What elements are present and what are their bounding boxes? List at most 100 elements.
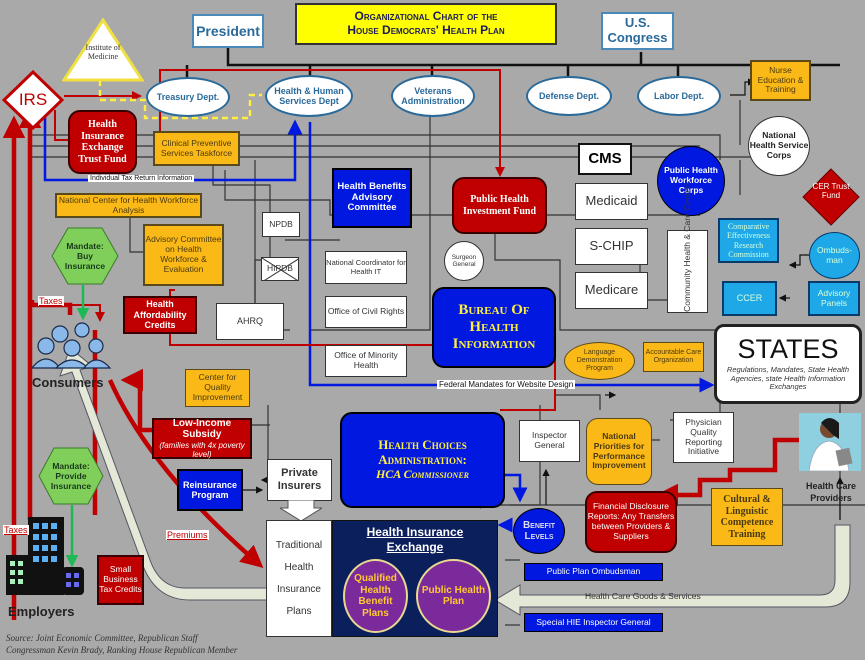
cerc-label: Comparative Effectiveness Research Commi… bbox=[727, 222, 770, 259]
inspector-general[interactable]: Inspector General bbox=[519, 420, 580, 462]
ombudsman-ellipse[interactable]: Ombuds-man bbox=[809, 232, 860, 279]
advisory-workforce-label: Advisory Committee on Health Workforce &… bbox=[145, 234, 222, 274]
small-business-tax-credits[interactable]: Small Business Tax Credits bbox=[97, 555, 144, 605]
states-box[interactable]: STATES Regulations, Mandates, State Heal… bbox=[714, 324, 862, 404]
diamond-shape bbox=[802, 168, 860, 226]
taxes-consumers-label: Taxes bbox=[38, 296, 64, 306]
defense-dept[interactable]: Defense Dept. bbox=[526, 76, 612, 116]
php-label: Public Health Plan bbox=[421, 584, 486, 608]
office-minority-health[interactable]: Office of Minority Health bbox=[325, 345, 407, 377]
reinsurance-program[interactable]: Reinsurance Program bbox=[177, 469, 243, 511]
community-health-centers[interactable]: Community Health & Care Centers bbox=[667, 181, 708, 313]
comparative-effectiveness-commission[interactable]: Comparative Effectiveness Research Commi… bbox=[718, 218, 779, 263]
nurse-education-training[interactable]: Nurse Education & Training bbox=[750, 60, 811, 101]
medicare-label: Medicare bbox=[584, 282, 639, 298]
qualified-health-benefit-plans[interactable]: Qualified Health Benefit Plans bbox=[343, 559, 408, 633]
medicare-box[interactable]: Medicare bbox=[575, 272, 648, 309]
consumers-group[interactable]: Consumers bbox=[30, 320, 115, 390]
physician-quality-reporting[interactable]: Physician Quality Reporting Initiative bbox=[673, 412, 734, 463]
phwc-label: Public Health Workforce Corps bbox=[664, 165, 718, 195]
financial-disclosure-reports[interactable]: Financial Disclosure Reports: Any Transf… bbox=[585, 491, 677, 553]
public-health-workforce-corps[interactable]: Public Health Workforce Corps bbox=[657, 146, 725, 216]
president-label: President bbox=[196, 22, 260, 39]
ccer-label: CCER bbox=[736, 293, 763, 304]
health-affordability-credits[interactable]: Health Affordability Credits bbox=[123, 296, 197, 334]
nppi-label: National Priorities for Performance Impr… bbox=[592, 430, 646, 471]
public-health-investment-fund[interactable]: Public Health Investment Fund bbox=[452, 177, 547, 234]
advisory-panels-box[interactable]: Advisory Panels bbox=[808, 281, 860, 316]
down-arrow-to-exchange bbox=[280, 500, 322, 522]
bureau-health-information[interactable]: Bureau Of Health Information bbox=[432, 287, 556, 368]
taxes-employers-label: Taxes bbox=[3, 525, 29, 535]
lis-subtitle: (families with 4x poverty level) bbox=[159, 440, 245, 459]
language-demonstration-program[interactable]: Language Demonstration Program bbox=[564, 342, 635, 380]
clinical-preventive-taskforce[interactable]: Clinical Preventive Services Taskforce bbox=[153, 131, 240, 166]
chart-title: Organizational Chart of the House Democr… bbox=[295, 3, 557, 45]
national-priorities-performance[interactable]: National Priorities for Performance Impr… bbox=[586, 418, 652, 485]
ccer-box[interactable]: CCER bbox=[722, 281, 777, 316]
va-dept[interactable]: Veterans Administration bbox=[391, 75, 475, 117]
states-subtitle: Regulations, Mandates, State Health Agen… bbox=[726, 365, 850, 392]
website-mandates-label: Federal Mandates for Website Design bbox=[437, 380, 576, 389]
public-health-plan[interactable]: Public Health Plan bbox=[416, 559, 491, 633]
health-benefits-advisory-committee[interactable]: Health Benefits Advisory Committee bbox=[332, 168, 412, 228]
schip-box[interactable]: S-CHIP bbox=[575, 228, 648, 265]
national-health-service-corps[interactable]: National Health Service Corps bbox=[748, 116, 810, 176]
nhsc-label: National Health Service Corps bbox=[749, 130, 809, 160]
hie-trust-fund[interactable]: Health Insurance Exchange Trust Fund bbox=[68, 110, 137, 174]
institute-of-medicine[interactable]: Institute of Medicine bbox=[61, 17, 145, 82]
source-line2: Congressman Kevin Brady, Ranking House R… bbox=[6, 645, 238, 656]
office-civil-rights[interactable]: Office of Civil Rights bbox=[325, 296, 407, 328]
npdb-box[interactable]: NPDB bbox=[262, 212, 300, 237]
cultural-linguistic-training[interactable]: Cultural & Linguistic Competence Trainin… bbox=[711, 488, 783, 546]
accountable-care-organization[interactable]: Accountable Care Organization bbox=[643, 342, 704, 372]
hac-label: Health Affordability Credits bbox=[133, 299, 187, 331]
advisory-committee-workforce[interactable]: Advisory Committee on Health Workforce &… bbox=[143, 224, 224, 286]
hipdb-box[interactable]: HIPDB bbox=[261, 257, 299, 281]
national-coordinator-health-it[interactable]: National Coordinator for Health IT bbox=[325, 251, 407, 284]
labor-dept[interactable]: Labor Dept. bbox=[637, 76, 721, 116]
health-choices-administration[interactable]: Health Choices Administration: HCA Commi… bbox=[340, 412, 505, 508]
hhs-label: Health & Human Services Dept bbox=[274, 85, 344, 106]
national-center-workforce-analysis[interactable]: National Center for Health Workforce Ana… bbox=[55, 193, 202, 218]
benefit-levels[interactable]: Benefit Levels bbox=[513, 508, 565, 554]
aco-label: Accountable Care Organization bbox=[645, 348, 702, 364]
hca-line1: Health Choices bbox=[378, 437, 467, 453]
states-title: STATES bbox=[737, 334, 839, 365]
public-plan-ombudsman[interactable]: Public Plan Ombudsman bbox=[524, 563, 663, 581]
mandate-provide-insurance[interactable]: Mandate: Provide Insurance bbox=[38, 447, 104, 505]
omh-label: Office of Minority Health bbox=[334, 350, 398, 370]
congress-box[interactable]: U.S. Congress bbox=[601, 12, 674, 50]
low-income-subsidy[interactable]: Low-Income Subsidy (families with 4x pov… bbox=[152, 418, 252, 459]
goods-services-arrow bbox=[494, 524, 851, 616]
employers-group[interactable]: Employers bbox=[4, 515, 86, 619]
hhs-dept[interactable]: Health & Human Services Dept bbox=[265, 75, 353, 117]
crossed-out-icon bbox=[262, 258, 298, 280]
clinical-label: Clinical Preventive Services Taskforce bbox=[160, 137, 233, 158]
mandate-provide-label: Mandate: Provide Insurance bbox=[50, 461, 92, 492]
irs-diamond[interactable]: IRS bbox=[1, 69, 65, 131]
surgeon-general[interactable]: Surgeon General bbox=[444, 241, 484, 281]
medicaid-box[interactable]: Medicaid bbox=[575, 183, 648, 220]
hexagon-shape bbox=[51, 227, 119, 285]
private-insurers[interactable]: Private Insurers bbox=[267, 459, 332, 501]
labor-label: Labor Dept. bbox=[653, 90, 704, 101]
special-hie-inspector[interactable]: Special HIE Inspector General bbox=[524, 613, 663, 632]
providers-label: Health Care Providers bbox=[805, 481, 857, 503]
health-insurance-exchange[interactable]: Health Insurance Exchange Qualified Heal… bbox=[332, 520, 498, 637]
ncwa-label: National Center for Health Workforce Ana… bbox=[58, 194, 199, 215]
cms-box[interactable]: CMS bbox=[578, 143, 632, 175]
cer-trust-fund[interactable]: CER Trust Fund bbox=[802, 168, 860, 226]
health-care-providers[interactable]: Health Care Providers bbox=[799, 413, 863, 518]
executive-bus bbox=[185, 48, 840, 80]
trust-fund-label: Health Insurance Exchange Trust Fund bbox=[78, 119, 127, 165]
nurse-label: Nurse Education & Training bbox=[757, 64, 804, 95]
ahrq-label: AHRQ bbox=[236, 316, 263, 327]
center-quality-improvement[interactable]: Center for Quality Improvement bbox=[185, 369, 250, 407]
treasury-dept[interactable]: Treasury Dept. bbox=[146, 77, 230, 117]
traditional-plans[interactable]: Traditional Health Insurance Plans bbox=[266, 520, 332, 637]
president-box[interactable]: President bbox=[192, 14, 264, 48]
mandate-buy-insurance[interactable]: Mandate: Buy Insurance bbox=[51, 227, 119, 285]
hipdb-label: HIPDB bbox=[267, 263, 293, 274]
ahrq-box[interactable]: AHRQ bbox=[216, 303, 284, 340]
